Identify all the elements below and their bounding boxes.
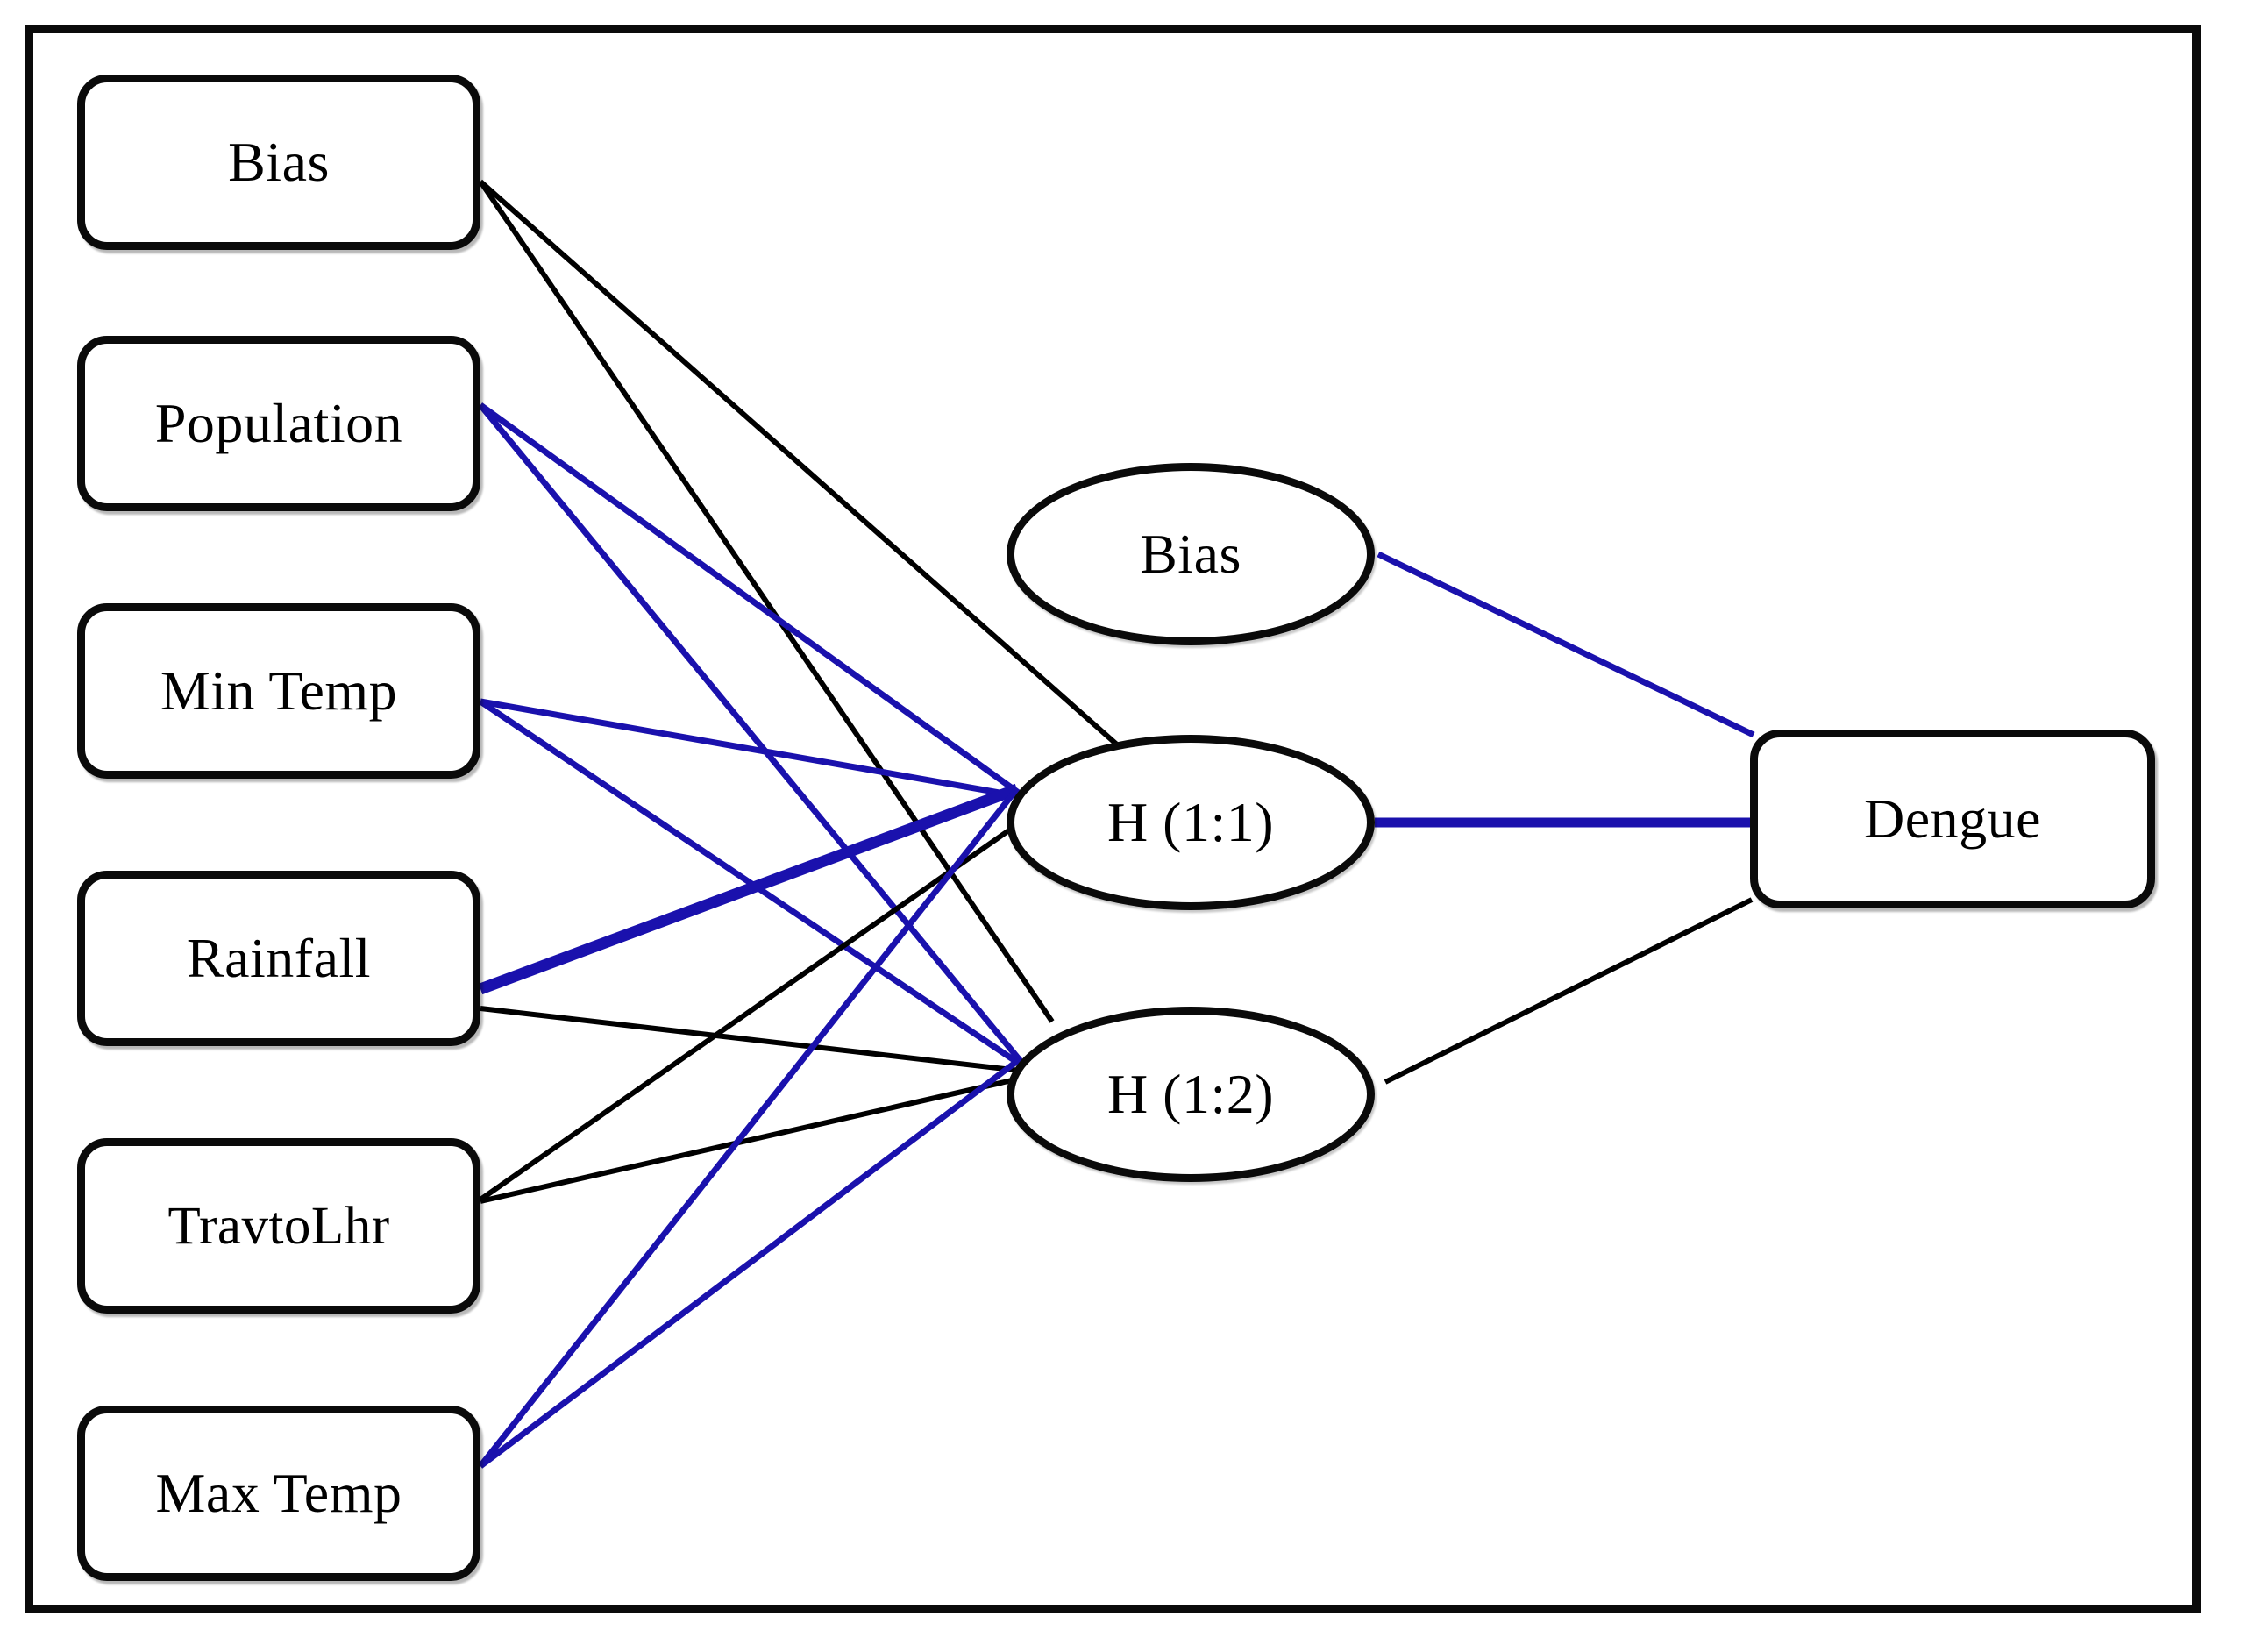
output-node-dengue-label: Dengue: [1863, 787, 2042, 850]
hidden-node-h-1-2[interactable]: H (1:2): [1007, 1007, 1375, 1182]
input-node-travtolhr[interactable]: TravtoLhr: [77, 1138, 480, 1314]
hidden-node-bias[interactable]: Bias: [1007, 463, 1375, 645]
hidden-node-h-1-1-label: H (1:1): [1106, 791, 1275, 853]
hidden-node-h-1-2-label: H (1:2): [1106, 1063, 1275, 1125]
connection-e-mintemp-h11: [480, 698, 1021, 800]
connection-e-rainfall-h11: [478, 783, 1020, 995]
connection-e-travto-h11: [479, 813, 1032, 1202]
connection-e-pop-h11: [478, 402, 1022, 796]
connection-e-travto-h12: [480, 1074, 1028, 1204]
connection-e-hidbias-dengue: [1377, 551, 1755, 738]
input-node-rainfall[interactable]: Rainfall: [77, 871, 480, 1046]
input-node-population-label: Population: [154, 392, 403, 454]
connection-e-maxtemp-h11: [478, 788, 1018, 1469]
hidden-node-h-1-1[interactable]: H (1:1): [1007, 735, 1375, 910]
connection-e-pop-h12: [478, 402, 1027, 1068]
input-node-bias[interactable]: Bias: [77, 75, 480, 250]
output-node-dengue[interactable]: Dengue: [1750, 730, 2155, 908]
input-node-max-temp[interactable]: Max Temp: [77, 1406, 480, 1581]
input-node-min-temp[interactable]: Min Temp: [77, 603, 480, 779]
connection-e-bias-h12: [478, 180, 1055, 1023]
input-node-bias-label: Bias: [228, 131, 330, 193]
hidden-node-bias-label: Bias: [1140, 523, 1241, 585]
input-node-rainfall-label: Rainfall: [186, 927, 372, 989]
input-node-max-temp-label: Max Temp: [155, 1462, 402, 1524]
input-node-min-temp-label: Min Temp: [160, 659, 398, 722]
connection-e-rainfall-h12: [480, 1006, 1028, 1074]
input-node-population[interactable]: Population: [77, 336, 480, 511]
input-node-travtolhr-label: TravtoLhr: [167, 1196, 390, 1256]
connection-e-h12-dengue: [1384, 897, 1754, 1085]
connection-e-bias-h11: [479, 179, 1120, 748]
connection-e-maxtemp-h12: [478, 1057, 1022, 1469]
